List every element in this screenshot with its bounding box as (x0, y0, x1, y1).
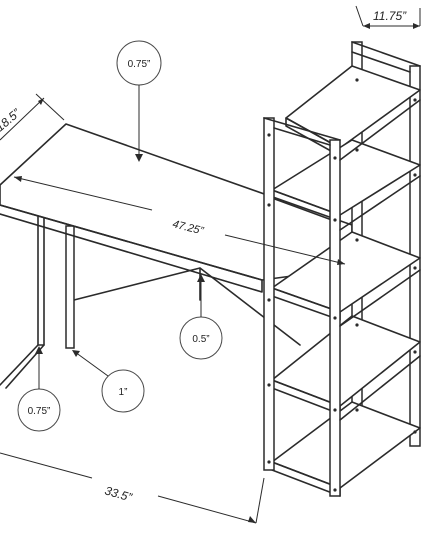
tower-side-rails (339, 99, 421, 421)
desk-left-leg (0, 344, 45, 389)
dim-width-arrow-left (363, 23, 370, 29)
callout-frame-arrow (35, 346, 43, 354)
callout-leg-label: 1” (119, 387, 128, 398)
shelf-4 (271, 315, 421, 407)
shelf-tower (263, 41, 421, 497)
dim-bottom-arrow (248, 516, 256, 523)
dim-width-extension (355, 5, 421, 27)
dim-length-arrow-right (337, 259, 345, 265)
tower-front-top-rail-inner (273, 127, 331, 146)
tower-front-top-rail (263, 117, 341, 141)
callout-top-thickness-label: 0.75” (128, 59, 151, 70)
tower-bolt-holes (267, 78, 417, 492)
desk-left-leg-upper (37, 211, 45, 346)
dim-width-label: 11.75” (373, 9, 407, 23)
side-rail-2 (339, 175, 421, 231)
shelf-top (285, 65, 421, 149)
dim-bottom-line-right (157, 495, 257, 524)
side-rail-1 (339, 99, 421, 161)
tower-shelves (271, 65, 421, 497)
dim-depth-line (0, 97, 45, 141)
desk-top (0, 123, 353, 281)
desk (0, 123, 353, 389)
tower-back-top-rail-inner (351, 51, 411, 73)
callout-crossbar-arrow (197, 274, 205, 282)
dim-height-label: 33.5” (103, 483, 134, 504)
callout-top-thickness-arrow (135, 154, 143, 162)
side-rail-3 (339, 269, 421, 327)
desk-top-underside (0, 213, 263, 293)
callout-frame-label: 0.75” (28, 406, 51, 417)
dim-length-line-left (13, 176, 153, 211)
callout-leg-leader (74, 351, 109, 377)
side-rail-4 (339, 355, 421, 421)
callouts (17, 40, 223, 432)
dim-length-arrow-left (14, 176, 22, 182)
dim-depth-arrow (38, 98, 44, 105)
dim-bottom-extension (255, 477, 265, 524)
dimension-lines (0, 5, 421, 524)
dim-depth-extension (35, 93, 65, 121)
tower-back-top-rail (351, 41, 421, 67)
tower-front-left-post (263, 117, 275, 471)
callout-crossbar-label: 0.5” (192, 334, 209, 345)
dim-depth-label: 18.5” (0, 105, 24, 134)
desk-front-leg (65, 225, 75, 349)
callout-leg-arrow (72, 350, 80, 357)
callout-leg-bubble (101, 369, 145, 413)
dim-bottom-line-left (0, 452, 93, 479)
dim-width-arrow-right (413, 23, 420, 29)
dim-length-line-right (224, 234, 346, 265)
